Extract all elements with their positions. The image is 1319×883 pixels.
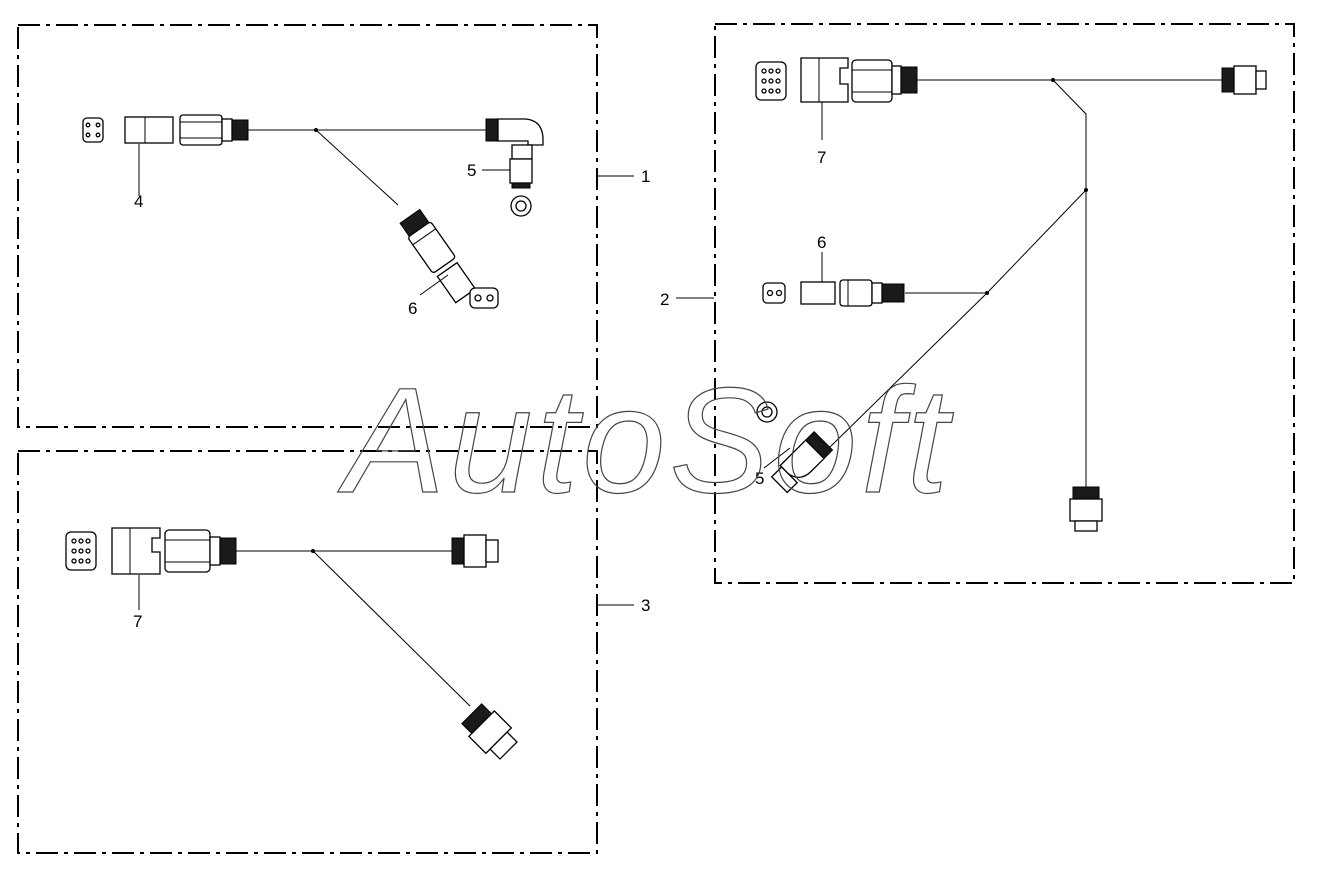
harness-3-diagonal-connector: [461, 703, 518, 760]
harness-3-end-connector: [451, 534, 499, 568]
harness-2-bottom-end-connector: [1069, 486, 1103, 532]
harness-3: [65, 527, 634, 760]
harness-2-small-plug: [762, 282, 786, 304]
harness-3-splice: [311, 549, 315, 553]
callout-3: 3: [641, 596, 650, 615]
harness-3-branch-wire: [312, 550, 471, 707]
harness-1-main-connector: [179, 114, 249, 146]
harness-3-main-connector: [164, 529, 237, 573]
callout-7-harness-3: 7: [133, 612, 142, 631]
callout-5-harness-1: 5: [467, 161, 476, 180]
harness-1-wedge-lock: [124, 116, 174, 144]
harness-2-elbow-cap: [756, 401, 778, 423]
callout-6-harness-1: 6: [408, 299, 417, 318]
callout-4: 4: [134, 192, 143, 211]
harness-1-diagonal-connector: [399, 208, 477, 304]
harness-2-top-end-connector: [1221, 65, 1267, 95]
harness-2-mid-connector: [800, 279, 905, 307]
callout-7-harness-2: 7: [817, 148, 826, 167]
harness-1-splice: [314, 128, 318, 132]
group-boxes: [17, 23, 1295, 854]
harness-2-mating-plug: [755, 61, 787, 101]
harness-2-elbow-connector: [770, 430, 834, 494]
harness-1: [82, 114, 634, 309]
harness-1-diagonal-cap: [469, 287, 499, 309]
group-box-2: [714, 23, 1295, 584]
harness-3-mating-plug: [65, 531, 97, 571]
harness-1-branch-wire: [315, 129, 399, 206]
harness-1-mating-plug: [82, 117, 104, 143]
harness-1-elbow-connector: [485, 118, 544, 217]
harness-2-wedge-lock: [800, 57, 849, 103]
group-box-1: [17, 24, 598, 428]
harness-2: [676, 57, 1267, 532]
harness-2-main-connector: [851, 59, 918, 103]
harness-3-wedge-lock: [111, 527, 161, 575]
watermark: AutoSoft: [337, 356, 954, 524]
callout-6-harness-2: 6: [817, 233, 826, 252]
callout-5-harness-2: 5: [755, 469, 764, 488]
callout-1: 1: [641, 167, 650, 186]
group-box-3: [17, 450, 598, 854]
harness-2-trunk-wire: [1052, 79, 1087, 487]
callout-2: 2: [660, 290, 669, 309]
callout-labels: 1 2 3 4 5 5 6 6 7 7: [133, 148, 826, 631]
